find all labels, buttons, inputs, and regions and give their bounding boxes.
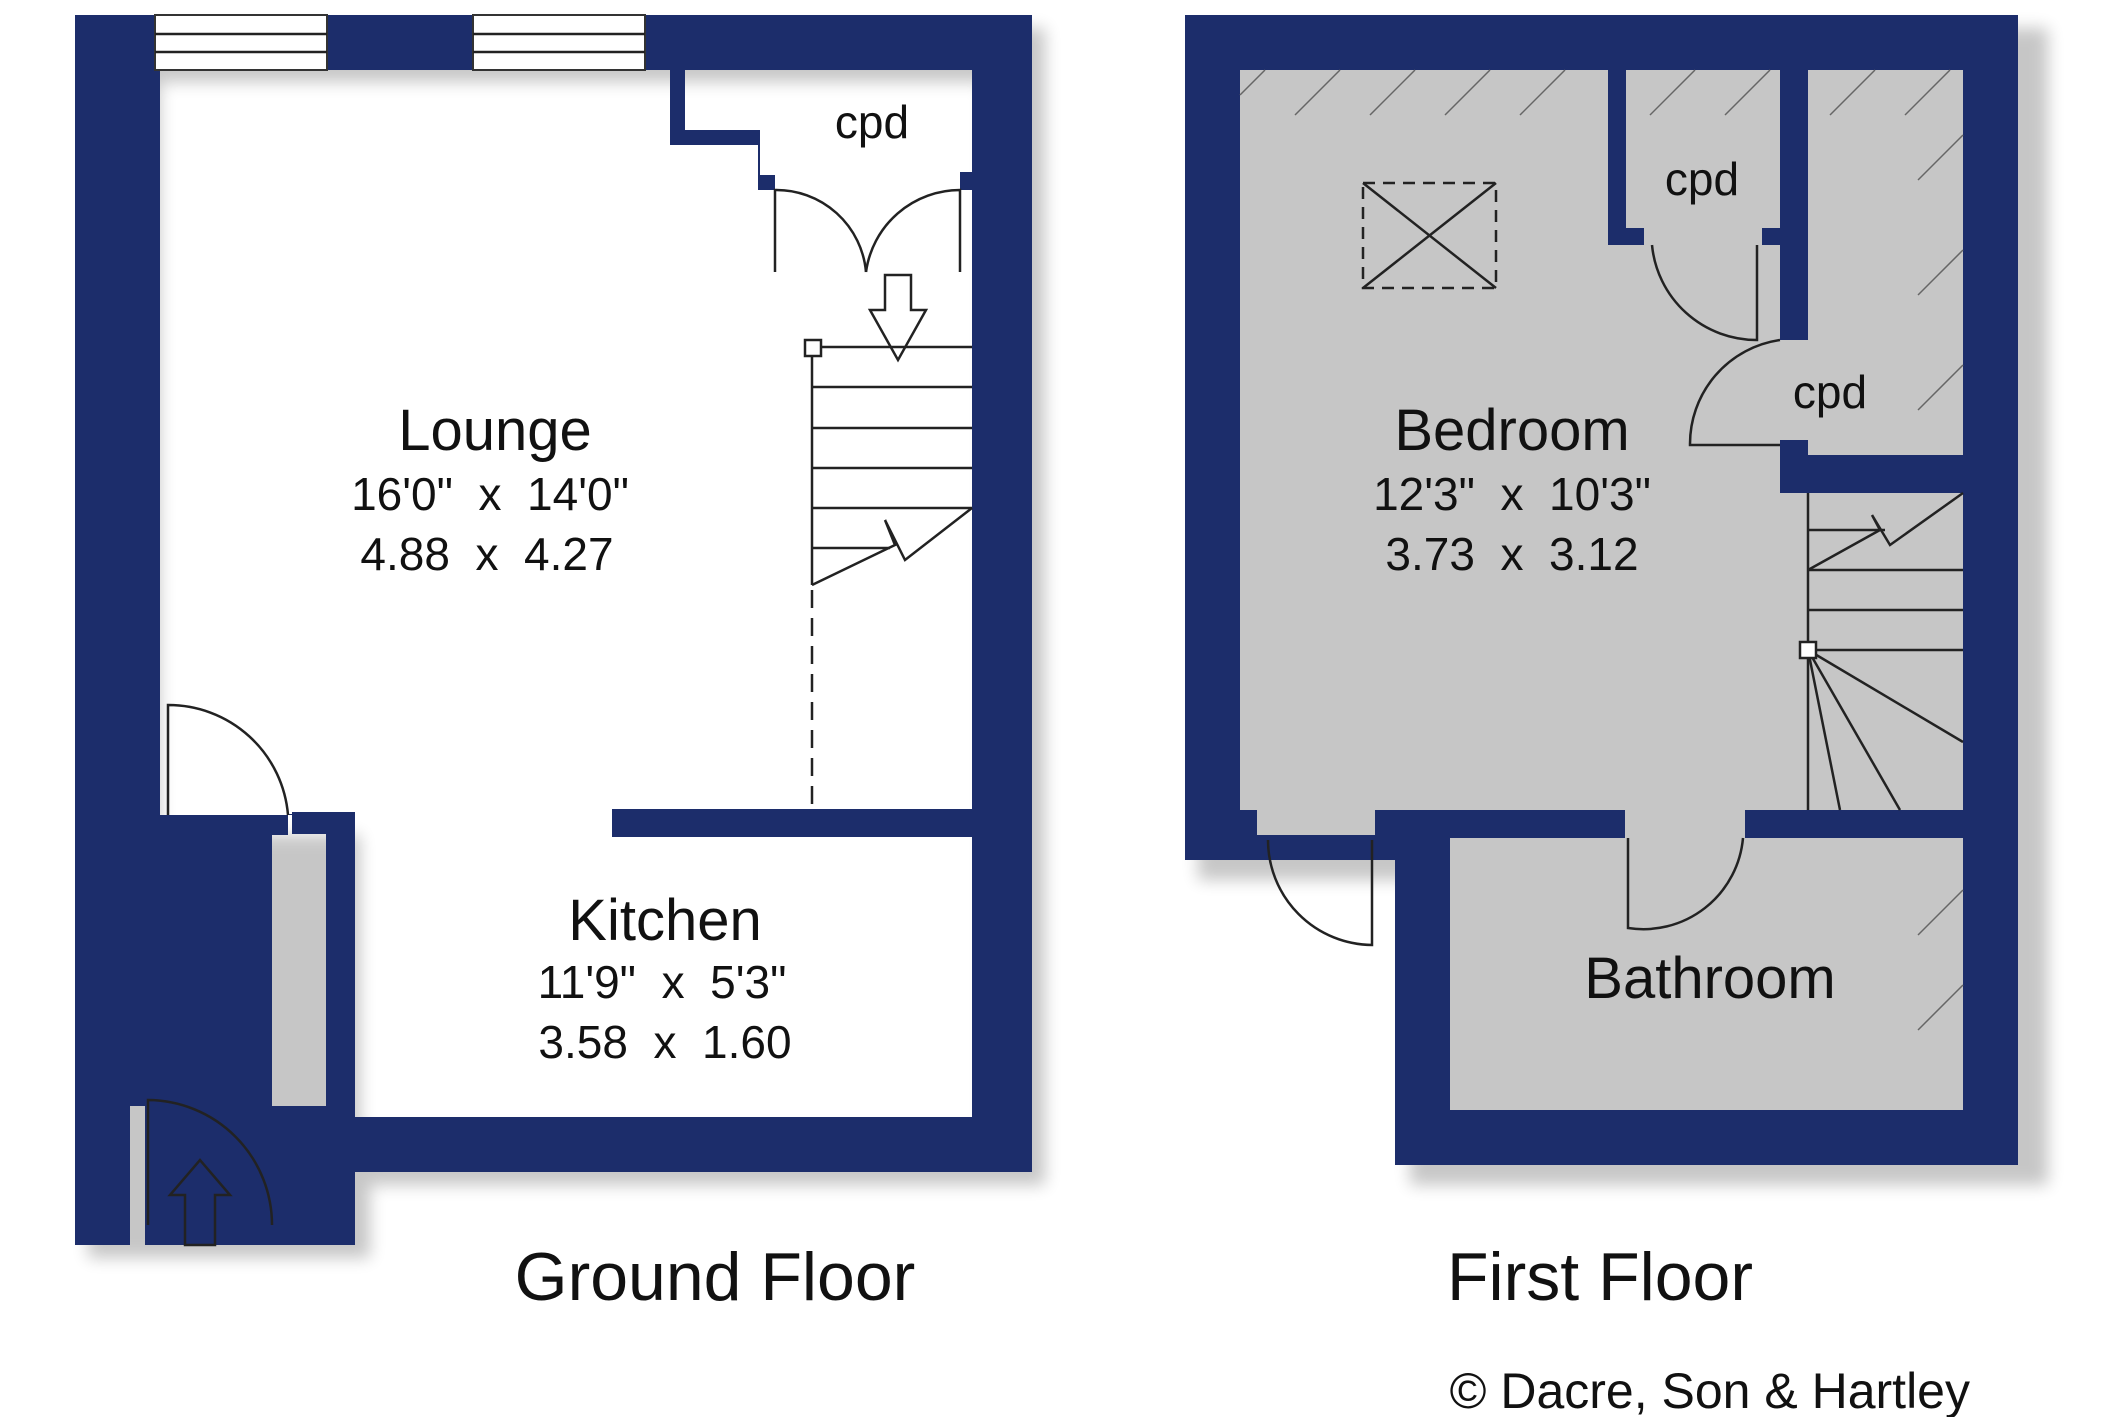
copyright-notice: © Dacre, Son & Hartley [1450,1363,1970,1417]
ground-cupboard-doors [773,188,962,273]
first-bathroom-wall-left [1395,810,1450,1165]
kitchen-imperial: 11'9" x 5'3" [538,956,787,1008]
lounge-kitchen-partition [612,809,972,837]
front-door [146,1098,274,1247]
ground-floor-plan: Lounge 16'0" x 14'0" 4.88 x 4.27 Kitchen… [75,14,1045,1315]
first-cupboard-wall-b [1780,70,1808,340]
first-cupboard-door-b [1688,338,1781,447]
bedroom-imperial: 12'3" x 10'3" [1373,468,1651,520]
ground-staircase [803,338,973,809]
first-staircase [1798,491,1964,811]
skylight-icon [1361,181,1498,290]
first-floor-plan: Bedroom 12'3" x 10'3" 3.73 x 3.12 Bathro… [1185,15,2048,1315]
lounge-imperial: 16'0" x 14'0" [351,468,629,520]
first-floor-hatching [1239,69,1964,1031]
bathroom-partition-left [1375,810,1625,838]
first-cupboard-door-a [1650,244,1759,342]
first-stairs-wall-jamb [1780,440,1808,493]
ground-windows [154,14,646,71]
bedroom-door [1266,839,1374,947]
ground-entry-jamb-left [130,815,160,837]
first-cupboard-a-label: cpd [1665,153,1739,205]
first-stairs-wall [1780,455,1963,493]
first-cupboard-b-label: cpd [1793,366,1867,418]
ground-cupboard-jamb [960,172,972,190]
bathroom-partition-right [1745,810,1963,838]
first-cupboard-jamb-b [1762,228,1780,245]
ground-bottom-wall [340,1117,1032,1172]
lounge-metric: 4.88 x 4.27 [360,528,613,580]
ground-left-wall-lower [75,815,130,1245]
ground-cupboard-wall [670,70,775,190]
kitchen-metric: 3.58 x 1.60 [538,1016,791,1068]
kitchen-name: Kitchen [568,888,761,953]
bathroom-door [1626,837,1745,931]
lounge-name: Lounge [398,398,592,463]
first-cupboard-wall-a [1608,70,1626,245]
ground-hall-wall [326,812,355,1117]
first-floor-title: First Floor [1447,1239,1753,1315]
first-left-wall-bottom [1185,810,1257,860]
bathroom-name: Bathroom [1584,946,1835,1011]
entrance-arrow-icon [167,1158,233,1247]
ground-cupboard-label: cpd [835,96,909,148]
stairs-down-arrow-icon [867,273,929,363]
lounge-door [166,703,290,816]
bedroom-metric: 3.73 x 3.12 [1385,528,1638,580]
bedroom-name: Bedroom [1394,398,1629,463]
ground-floor-title: Ground Floor [515,1239,916,1315]
first-cupboard-jamb-a [1626,228,1644,245]
